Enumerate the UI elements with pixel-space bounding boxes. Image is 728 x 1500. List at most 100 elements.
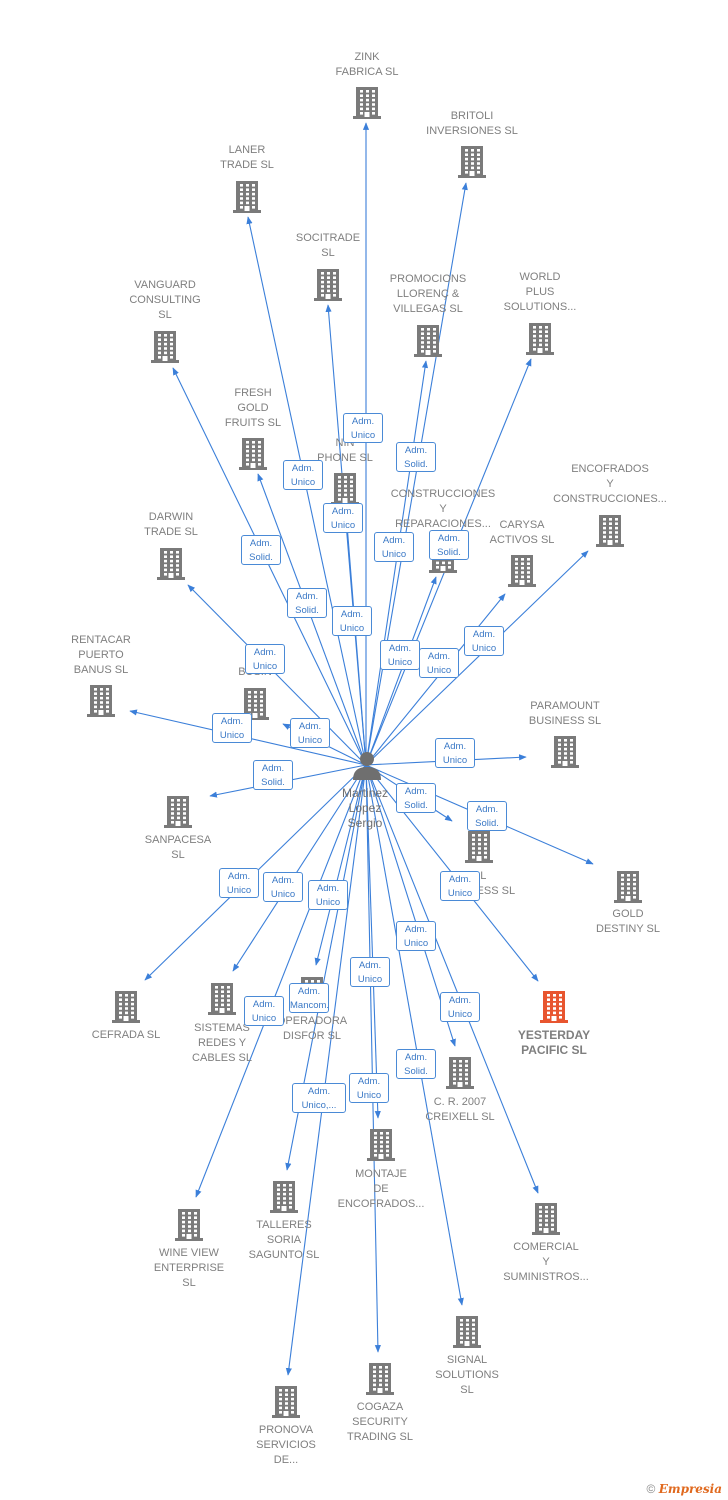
company-label-darwin-trade-sl[interactable]: DARWIN TRADE SL bbox=[144, 511, 198, 538]
company-label-comercial-y-suministros[interactable]: COMERCIAL Y SUMINISTROS... bbox=[503, 1241, 589, 1283]
company-label-fresh-gold-fruits-sl[interactable]: FRESH GOLD FRUITS SL bbox=[224, 387, 282, 429]
company-label-talleres-soria-sagunto-sl[interactable]: TALLERES SORIA SAGUNTO SL bbox=[248, 1219, 320, 1261]
company-label-cefrada-sl[interactable]: CEFRADA SL bbox=[91, 1029, 161, 1041]
company-label-yesterday-pacific-sl[interactable]: YESTERDAY PACIFIC SL bbox=[517, 1028, 591, 1057]
company-label-promocions-lloren-villegas-sl[interactable]: PROMOCIONS LLORENÇ & VILLEGAS SL bbox=[389, 273, 467, 315]
edge-comercial-y-suministros bbox=[365, 764, 539, 1194]
relation-badge-ol-business-sl[interactable]: Adm. Solid. bbox=[396, 783, 436, 813]
relation-badge-c-r-2007-creixell-sl[interactable]: Adm. Unico bbox=[396, 921, 436, 951]
person-name[interactable]: Martinez Lopez Sergio bbox=[341, 786, 389, 830]
company-label-vanguard-consulting-sl[interactable]: VANGUARD CONSULTING SL bbox=[129, 279, 201, 321]
company-label-laner-trade-sl[interactable]: LANER TRADE SL bbox=[220, 144, 274, 171]
edge-signal-solutions-sl bbox=[365, 764, 464, 1306]
building-icon[interactable] bbox=[352, 86, 382, 125]
building-icon[interactable] bbox=[174, 1208, 204, 1247]
relation-badge-signal-solutions-sl[interactable]: Adm. Solid. bbox=[396, 1049, 436, 1079]
company-label-gold-destiny-sl[interactable]: GOLD DESTINY SL bbox=[596, 908, 660, 935]
relation-badge-yesterday-pacific-sl[interactable]: Adm. Unico bbox=[440, 871, 480, 901]
edge-montaje-de-encofrados bbox=[365, 764, 381, 1119]
company-label-sistemas-redes-y-cables-sl[interactable]: SISTEMAS REDES Y CABLES SL bbox=[192, 1022, 252, 1064]
building-icon[interactable] bbox=[539, 990, 569, 1029]
relation-badge-pronova-servicios-de[interactable]: Adm. Unico,... bbox=[292, 1083, 346, 1113]
building-icon[interactable] bbox=[445, 1056, 475, 1095]
relation-badge-cefrada-sl[interactable]: Adm. Unico bbox=[219, 868, 259, 898]
relation-badge-darwin-trade-sl[interactable]: Adm. Unico bbox=[245, 644, 285, 674]
relation-badge-socitrade-sl[interactable]: Adm. Unico bbox=[323, 503, 363, 533]
building-icon[interactable] bbox=[111, 990, 141, 1029]
company-label-rentacar-puerto-banus-sl[interactable]: RENTACAR PUERTO BANUS SL bbox=[71, 634, 131, 676]
relation-badge-promocions-lloren-villegas-sl[interactable]: Adm. Unico bbox=[374, 532, 414, 562]
company-label-c-r-2007-creixell-sl[interactable]: C. R. 2007 CREIXELL SL bbox=[425, 1096, 495, 1123]
relation-badge-laner-trade-sl[interactable]: Adm. Unico bbox=[283, 460, 323, 490]
company-label-operadora-disfor-sl[interactable]: OPERADORA DISFOR SL bbox=[276, 1015, 348, 1042]
building-icon[interactable] bbox=[413, 324, 443, 363]
relation-badge-construcciones-y-reparaciones[interactable]: Adm. Unico bbox=[380, 640, 420, 670]
relation-badge-carysa-activos-sl[interactable]: Adm. Unico bbox=[419, 648, 459, 678]
building-icon[interactable] bbox=[595, 514, 625, 553]
building-icon[interactable] bbox=[365, 1362, 395, 1401]
building-icon[interactable] bbox=[550, 735, 580, 774]
building-icon[interactable] bbox=[330, 472, 360, 511]
company-label-zink-fabrica-sl[interactable]: ZINK FABRICA SL bbox=[335, 51, 399, 78]
edge-fresh-gold-fruits-sl bbox=[257, 473, 367, 766]
relation-badge-wine-view-enterprise-sl[interactable]: Adm. Unico bbox=[244, 996, 284, 1026]
edge-pronova-servicios-de bbox=[285, 764, 367, 1376]
relation-badge-zink-fabrica-sl[interactable]: Adm. Unico bbox=[343, 413, 383, 443]
relation-badge-gold-destiny-sl[interactable]: Adm. Solid. bbox=[467, 801, 507, 831]
building-icon[interactable] bbox=[525, 322, 555, 361]
relation-badge-comercial-y-suministros[interactable]: Adm. Unico bbox=[440, 992, 480, 1022]
building-icon[interactable] bbox=[163, 795, 193, 834]
building-icon[interactable] bbox=[464, 830, 494, 869]
relation-badge-talleres-soria-sagunto-sl[interactable]: Adm. Mancom. bbox=[289, 983, 329, 1013]
company-label-wine-view-enterprise-sl[interactable]: WINE VIEW ENTERPRISE SL bbox=[153, 1247, 225, 1289]
company-label-paramount-business-sl[interactable]: PARAMOUNT BUSINESS SL bbox=[528, 700, 602, 727]
relation-badge-britoli-inversiones-sl[interactable]: Adm. Solid. bbox=[396, 442, 436, 472]
relation-badge-sanpacesa-sl[interactable]: Adm. Solid. bbox=[253, 760, 293, 790]
company-label-montaje-de-encofrados[interactable]: MONTAJE DE ENCOFRADOS... bbox=[337, 1168, 425, 1210]
relation-badge-paramount-business-sl[interactable]: Adm. Unico bbox=[435, 738, 475, 768]
building-icon[interactable] bbox=[507, 554, 537, 593]
relation-badge-rentacar-puerto-banus-sl[interactable]: Adm. Unico bbox=[212, 713, 252, 743]
relation-badge-operadora-disfor-sl[interactable]: Adm. Unico bbox=[308, 880, 348, 910]
building-icon[interactable] bbox=[86, 684, 116, 723]
building-icon[interactable] bbox=[531, 1202, 561, 1241]
edge-wine-view-enterprise-sl bbox=[195, 764, 367, 1198]
edge-darwin-trade-sl bbox=[187, 584, 367, 766]
relation-badge-montaje-de-encofrados[interactable]: Adm. Unico bbox=[350, 957, 390, 987]
relation-badge-nin-phone-sl[interactable]: Adm. Unico bbox=[332, 606, 372, 636]
relation-badge-vanguard-consulting-sl[interactable]: Adm. Solid. bbox=[241, 535, 281, 565]
building-icon[interactable] bbox=[156, 547, 186, 586]
edge-promocions-lloren-villegas-sl bbox=[365, 360, 429, 766]
company-label-sanpacesa-sl[interactable]: SANPACESA SL bbox=[144, 834, 212, 861]
company-label-socitrade-sl[interactable]: SOCITRADE SL bbox=[295, 232, 361, 259]
company-label-britoli-inversiones-sl[interactable]: BRITOLI INVERSIONES SL bbox=[426, 110, 518, 137]
building-icon[interactable] bbox=[150, 330, 180, 369]
relation-badge-sistemas-redes-y-cables-sl[interactable]: Adm. Unico bbox=[263, 872, 303, 902]
building-icon[interactable] bbox=[613, 870, 643, 909]
building-icon[interactable] bbox=[313, 268, 343, 307]
relation-badge-world-plus-solutions[interactable]: Adm. Solid. bbox=[429, 530, 469, 560]
building-icon[interactable] bbox=[238, 437, 268, 476]
brand-logo[interactable]: Empresia bbox=[658, 1482, 722, 1496]
relation-badge-lo-busin[interactable]: Adm. Unico bbox=[290, 718, 330, 748]
company-label-construcciones-y-reparaciones[interactable]: CONSTRUCCIONES Y REPARACIONES... bbox=[390, 488, 496, 530]
building-icon[interactable] bbox=[271, 1385, 301, 1424]
company-label-world-plus-solutions[interactable]: WORLD PLUS SOLUTIONS... bbox=[503, 271, 577, 313]
building-icon[interactable] bbox=[269, 1180, 299, 1219]
relation-badge-encofrados-y-construcciones[interactable]: Adm. Unico bbox=[464, 626, 504, 656]
company-label-cogaza-security-trading-sl[interactable]: COGAZA SECURITY TRADING SL bbox=[346, 1401, 414, 1443]
person-icon[interactable] bbox=[350, 748, 384, 782]
building-icon[interactable] bbox=[452, 1315, 482, 1354]
company-label-pronova-servicios-de[interactable]: PRONOVA SERVICIOS DE... bbox=[256, 1424, 316, 1466]
relation-badge-fresh-gold-fruits-sl[interactable]: Adm. Solid. bbox=[287, 588, 327, 618]
edge-operadora-disfor-sl bbox=[314, 764, 367, 966]
company-label-encofrados-y-construcciones[interactable]: ENCOFRADOS Y CONSTRUCCIONES... bbox=[553, 463, 667, 505]
building-icon[interactable] bbox=[457, 145, 487, 184]
company-label-signal-solutions-sl[interactable]: SIGNAL SOLUTIONS SL bbox=[435, 1354, 499, 1396]
building-icon[interactable] bbox=[232, 180, 262, 219]
company-label-carysa-activos-sl[interactable]: CARYSA ACTIVOS SL bbox=[489, 519, 555, 546]
building-icon[interactable] bbox=[366, 1128, 396, 1167]
relation-badge-cogaza-security-trading-sl[interactable]: Adm. Unico bbox=[349, 1073, 389, 1103]
building-icon[interactable] bbox=[207, 982, 237, 1021]
